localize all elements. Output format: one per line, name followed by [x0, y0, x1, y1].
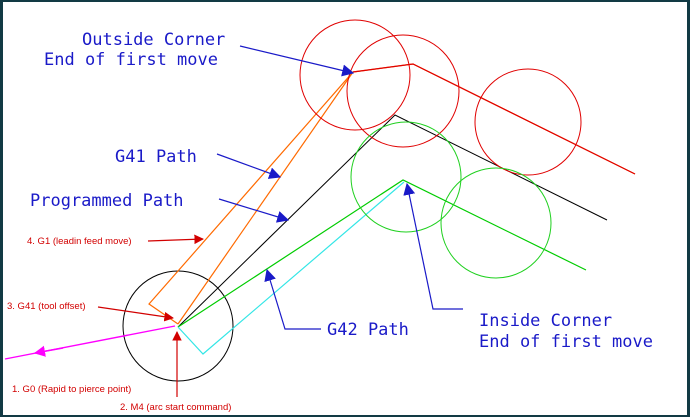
g42-path-label: G42 Path [327, 320, 409, 340]
leadin-label: 4. G1 (leadin feed move) [27, 236, 132, 247]
inside-corner-label-1: Inside Corner [479, 311, 612, 331]
outside-corner-circle-3 [474, 68, 582, 176]
g41-inner-line [177, 71, 354, 325]
rapid-move-line [4, 325, 176, 360]
g41-path-label: G41 Path [115, 147, 197, 167]
outside-corner-label-2: End of first move [44, 50, 218, 70]
g41-leader [216, 153, 282, 179]
g42-path-line [177, 179, 587, 328]
g41-path-line [148, 63, 636, 325]
outside-corner-leader [239, 45, 355, 77]
tool-offset-leader [97, 306, 174, 322]
inside-corner-label-2: End of first move [479, 332, 653, 352]
inside-corner-circle-1 [350, 121, 462, 233]
diagram-canvas: Outside Corner End of first move G41 Pat… [3, 2, 687, 415]
inside-path-line [177, 181, 405, 355]
pierce-circle [122, 270, 234, 382]
inside-corner-circle-2 [440, 167, 552, 279]
inside-corner-leader [403, 182, 463, 310]
programmed-path-line [177, 114, 608, 328]
programmed-path-label: Programmed Path [30, 191, 184, 211]
tool-offset-label: 3. G41 (tool offset) [7, 301, 86, 312]
arc-start-label: 2. M4 (arc start command) [120, 402, 231, 413]
programmed-leader [218, 198, 290, 223]
outside-corner-label-1: Outside Corner [82, 30, 225, 50]
g42-leader [264, 268, 321, 330]
g41-outside-line [352, 63, 636, 175]
leadin-leader [147, 234, 204, 245]
cnc-path-diagram: Outside Corner End of first move G41 Pat… [4, 19, 653, 413]
outside-corner-circle-2 [346, 34, 460, 148]
rapid-label: 1. G0 (Rapid to pierce point) [12, 384, 131, 395]
outside-corner-circle-1 [299, 19, 411, 131]
rapid-arrow [33, 345, 64, 357]
